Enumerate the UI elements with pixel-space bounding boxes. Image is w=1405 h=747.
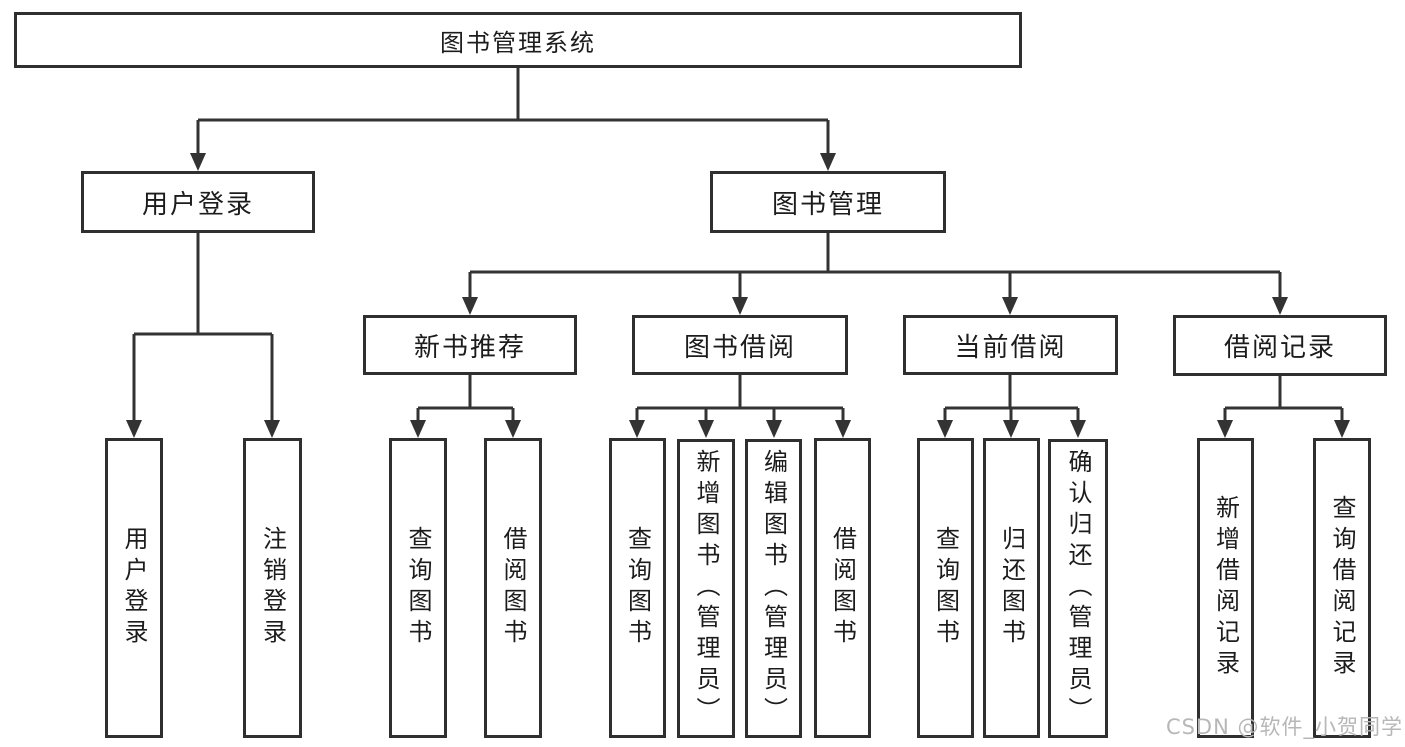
arrow-down-icon	[732, 297, 748, 315]
leaf-query-borrow-record: 查询借阅记录	[1313, 438, 1371, 738]
branch-book-borrow	[629, 375, 851, 438]
leaf-logout-label: 注销登录	[258, 526, 287, 650]
node-book-management: 图书管理	[710, 171, 946, 233]
node-borrow-records-label: 借阅记录	[1223, 333, 1336, 363]
node-root-label: 图书管理系统	[440, 28, 596, 57]
arrow-down-icon	[1217, 420, 1233, 438]
leaf-logout: 注销登录	[243, 438, 302, 738]
arrow-down-icon	[1272, 297, 1288, 315]
node-book-management-label: 图书管理	[771, 189, 884, 220]
arrow-down-icon	[820, 153, 836, 171]
leaf-query-borrow-record-label: 查询借阅记录	[1328, 495, 1356, 681]
arrow-down-icon	[126, 420, 142, 438]
branch-book-management	[462, 233, 1288, 315]
leaf-query-books-borrow: 查询图书	[609, 438, 666, 738]
arrow-down-icon	[190, 153, 206, 171]
arrow-down-icon	[835, 420, 851, 438]
node-new-book-recommend: 新书推荐	[363, 315, 577, 375]
node-borrow-records: 借阅记录	[1173, 315, 1387, 376]
leaf-add-borrow-record: 新增借阅记录	[1197, 438, 1254, 738]
leaf-add-books-admin: 新增图书（管理员）	[677, 439, 735, 738]
branch-current-borrow	[937, 375, 1086, 438]
arrow-down-icon	[462, 297, 478, 315]
leaf-confirm-return-admin-label: 确认归还（管理员）	[1064, 449, 1092, 728]
leaf-borrow-books-recommend: 借阅图书	[484, 438, 542, 738]
arrow-down-icon	[766, 420, 782, 438]
leaf-add-borrow-record-label: 新增借阅记录	[1211, 495, 1240, 681]
leaf-confirm-return-admin: 确认归还（管理员）	[1048, 439, 1108, 738]
leaf-user-login-label: 用户登录	[120, 526, 148, 650]
node-book-borrow: 图书借阅	[632, 315, 848, 375]
leaf-edit-books-admin-label: 编辑图书（管理员）	[759, 449, 788, 728]
node-user-login-label: 用户登录	[141, 189, 254, 220]
leaf-query-books-current: 查询图书	[917, 438, 974, 738]
arrow-down-icon	[1070, 420, 1086, 438]
branch-new-book-recommend	[410, 375, 521, 438]
arrow-down-icon	[1002, 297, 1018, 315]
arrow-down-icon	[1003, 420, 1019, 438]
leaf-return-books: 归还图书	[983, 438, 1040, 738]
arrow-down-icon	[505, 420, 521, 438]
arrow-down-icon	[264, 420, 280, 438]
node-book-borrow-label: 图书借阅	[683, 332, 796, 363]
leaf-edit-books-admin: 编辑图书（管理员）	[745, 439, 802, 738]
node-user-login: 用户登录	[81, 171, 315, 233]
arrow-down-icon	[698, 420, 714, 438]
branch-borrow-records	[1217, 375, 1350, 438]
leaf-borrow-books-recommend-label: 借阅图书	[499, 526, 527, 650]
leaf-return-books-label: 归还图书	[997, 526, 1026, 650]
leaf-borrow-books-label: 借阅图书	[828, 526, 857, 650]
leaf-borrow-books: 借阅图书	[814, 438, 871, 738]
branch-user-login	[126, 233, 280, 438]
leaf-add-books-admin-label: 新增图书（管理员）	[692, 449, 720, 728]
arrow-down-icon	[410, 420, 426, 438]
node-new-book-recommend-label: 新书推荐	[413, 332, 526, 363]
node-current-borrow-label: 当前借阅	[954, 332, 1067, 363]
leaf-query-books-recommend: 查询图书	[389, 438, 447, 738]
leaf-query-books-borrow-label: 查询图书	[623, 526, 652, 650]
branch-root	[190, 68, 836, 171]
node-current-borrow: 当前借阅	[903, 315, 1118, 375]
arrow-down-icon	[937, 420, 953, 438]
leaf-user-login: 用户登录	[105, 438, 163, 738]
node-root: 图书管理系统	[14, 12, 1022, 68]
arrow-down-icon	[1334, 420, 1350, 438]
leaf-query-books-current-label: 查询图书	[931, 526, 960, 650]
leaf-query-books-recommend-label: 查询图书	[404, 526, 432, 650]
arrow-down-icon	[629, 420, 645, 438]
